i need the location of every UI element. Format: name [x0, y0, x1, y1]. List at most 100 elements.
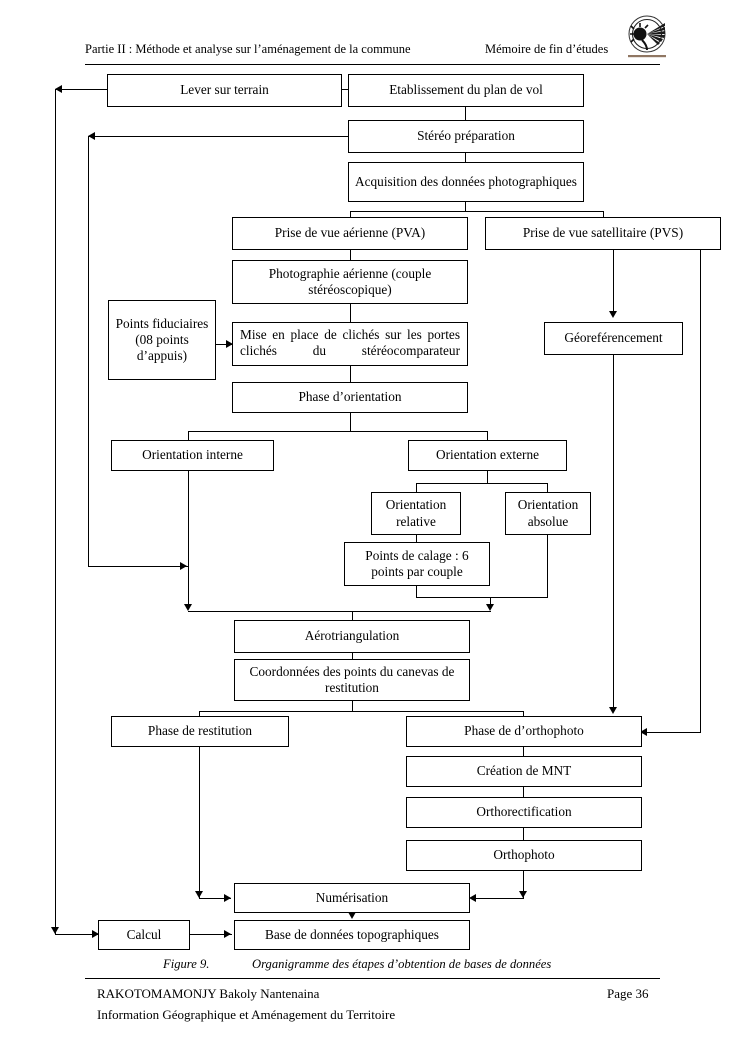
node-calcul[interactable]: Calcul	[98, 920, 190, 950]
arrowhead-down	[195, 891, 203, 898]
node-label: Aérotriangulation	[304, 628, 400, 644]
node-label: Création de MNT	[476, 763, 572, 779]
arrowhead-down	[609, 707, 617, 714]
node-points-de-calage[interactable]: Points de calage : 6 points par couple	[344, 542, 490, 586]
node-prise-de-vue-aerienne[interactable]: Prise de vue aérienne (PVA)	[232, 217, 468, 250]
node-stereo-preparation[interactable]: Stéréo préparation	[348, 120, 584, 153]
node-etablissement-plan-de-vol[interactable]: Etablissement du plan de vol	[348, 74, 584, 107]
header-left-text: Partie II : Méthode et analyse sur l’amé…	[85, 42, 411, 56]
edge-photo-to-mise	[350, 304, 352, 323]
edge-orthophoto-down	[523, 871, 525, 898]
arrowhead-right	[180, 562, 187, 570]
node-base-de-donnees-topographiques[interactable]: Base de données topographiques	[234, 920, 470, 950]
arrowhead-left	[640, 728, 647, 736]
arrowhead-down	[486, 604, 494, 611]
edge-stereo-to-acquisition	[465, 153, 467, 163]
arrowhead-down	[184, 604, 192, 611]
edge-split-to-pvs	[603, 211, 605, 218]
edge-left-rail-to-calcul	[55, 934, 100, 936]
edge-calage-down	[416, 586, 418, 597]
node-points-fiduciaires[interactable]: Points fiduciaires (08 points d’appuis)	[108, 300, 216, 380]
edge-left-rail-outer	[55, 89, 57, 935]
node-orientation-interne[interactable]: Orientation interne	[111, 440, 274, 471]
arrowhead-right	[92, 930, 99, 938]
footer-divider	[85, 978, 660, 980]
edge-inner-rail-to-interne	[88, 566, 188, 568]
edge-orthophoto-to-numerisation	[473, 898, 524, 900]
node-phase-orientation[interactable]: Phase d’orientation	[232, 382, 468, 413]
edge-split-to-externe	[487, 431, 489, 441]
page-header: Partie II : Méthode et analyse sur l’amé…	[85, 42, 660, 65]
node-label: Prise de vue satellitaire (PVS)	[522, 225, 684, 241]
arrowhead-right	[224, 894, 231, 902]
node-georeferencement[interactable]: Géoreférencement	[544, 322, 683, 355]
node-label: Coordonnées des points du canevas de res…	[249, 663, 455, 695]
edge-fiduciaires-to-mise	[216, 344, 234, 346]
node-mise-en-place-cliches[interactable]: Mise en place de clichés sur les portes …	[232, 322, 468, 366]
edge-pvs-right-rail	[700, 250, 702, 732]
node-creation-de-mnt[interactable]: Création de MNT	[406, 756, 642, 787]
edge-split-to-absolue	[547, 483, 549, 493]
footer-page-number: Page 36	[607, 986, 649, 1001]
node-aerotriangulation[interactable]: Aérotriangulation	[234, 620, 470, 653]
edge-split-to-relative	[416, 483, 418, 493]
edge-interne-down	[188, 471, 190, 609]
node-photographie-aerienne[interactable]: Photographie aérienne (couple stéréoscop…	[232, 260, 468, 304]
edge-phase-down	[350, 413, 352, 431]
node-label: Etablissement du plan de vol	[389, 82, 543, 98]
edge-calage-join	[416, 597, 548, 599]
footer-department: Information Géographique et Aménagement …	[97, 1007, 396, 1022]
arrowhead-down	[519, 891, 527, 898]
node-label: Mise en place de clichés sur les portes …	[240, 327, 460, 359]
arrowhead-down	[348, 912, 356, 919]
node-acquisition-donnees-photographiques[interactable]: Acquisition des données photographiques	[348, 162, 584, 202]
node-label: Points fiduciaires (08 points d’appuis)	[115, 315, 209, 364]
edge-orthorect-to-orthophoto	[523, 828, 525, 841]
edge-stereo-rail-top	[88, 136, 349, 138]
arrowhead-right	[224, 930, 231, 938]
node-label: Numérisation	[315, 889, 389, 905]
node-label: Lever sur terrain	[180, 82, 269, 98]
edge-phase-split	[188, 431, 488, 433]
edge-calcul-to-bdd	[190, 934, 232, 936]
node-label: Orthophoto	[493, 847, 555, 863]
arrowhead-left	[469, 894, 476, 902]
edge-split-to-restitution	[199, 711, 201, 717]
edge-externe-split	[416, 483, 548, 485]
edge-aerotri-to-coord	[352, 653, 354, 660]
edge-georef-to-orthophoto	[613, 355, 615, 711]
node-label: Orientation interne	[142, 447, 243, 463]
node-label: Orthorectification	[476, 804, 572, 820]
edge-restitution-to-numerisation	[199, 898, 231, 900]
node-phase-de-orthophoto[interactable]: Phase de d’orthophoto	[406, 716, 642, 747]
node-phase-de-restitution[interactable]: Phase de restitution	[111, 716, 289, 747]
edge-join-down-to-aerorail	[490, 597, 492, 609]
node-orientation-relative[interactable]: Orientation relative	[371, 492, 461, 535]
arrowhead-left	[88, 132, 95, 140]
node-label: Orientation absolue	[517, 497, 579, 529]
node-coordonnees-canevas[interactable]: Coordonnées des points du canevas de res…	[234, 659, 470, 701]
node-label: Orientation relative	[385, 497, 447, 529]
node-numerisation[interactable]: Numérisation	[234, 883, 470, 913]
edge-coord-down	[352, 701, 354, 711]
node-label: Acquisition des données photographiques	[355, 173, 577, 189]
node-label: Géoreférencement	[564, 330, 663, 346]
edge-pva-to-photo	[350, 250, 352, 261]
node-prise-de-vue-satellitaire[interactable]: Prise de vue satellitaire (PVS)	[485, 217, 721, 250]
footer-author: RAKOTOMAMONJY Bakoly Nantenaina	[97, 986, 320, 1001]
figure-number: Figure 9.	[163, 957, 210, 971]
node-lever-sur-terrain[interactable]: Lever sur terrain	[107, 74, 342, 107]
node-label: Phase de restitution	[147, 723, 253, 739]
node-orthorectification[interactable]: Orthorectification	[406, 797, 642, 828]
node-orientation-absolue[interactable]: Orientation absolue	[505, 492, 591, 535]
edge-restitution-down	[199, 747, 201, 898]
node-label: Orientation externe	[435, 447, 539, 463]
node-label: Points de calage : 6 points par couple	[365, 547, 469, 579]
edge-split-to-interne	[188, 431, 190, 441]
node-orthophoto[interactable]: Orthophoto	[406, 840, 642, 871]
node-orientation-externe[interactable]: Orientation externe	[408, 440, 567, 471]
node-label: Prise de vue aérienne (PVA)	[274, 225, 426, 241]
edge-planvol-to-stereo	[465, 107, 467, 121]
edge-aerotri-rail	[188, 611, 491, 613]
